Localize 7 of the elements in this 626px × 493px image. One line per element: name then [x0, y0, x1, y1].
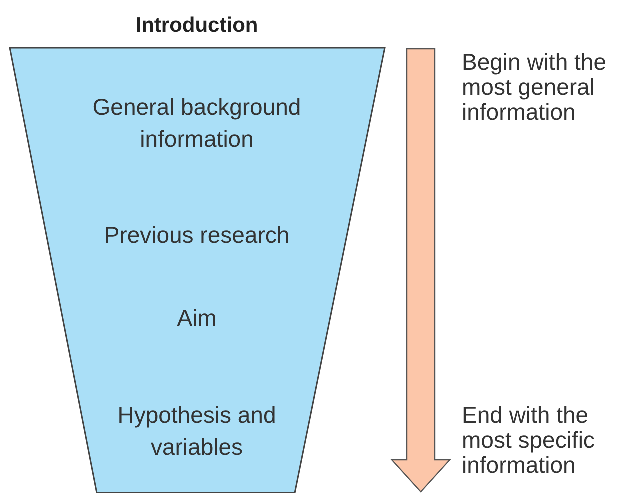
stage-label: Previous research — [103, 221, 291, 250]
note-text: Begin with the most general information — [462, 50, 608, 125]
stage-label: Aim — [176, 304, 218, 333]
stage-label: General background information — [92, 93, 302, 154]
funnel-title: Introduction — [134, 13, 260, 39]
stage-label: Hypothesis and variables — [116, 401, 278, 462]
note-text: End with the most specific information — [462, 403, 596, 478]
